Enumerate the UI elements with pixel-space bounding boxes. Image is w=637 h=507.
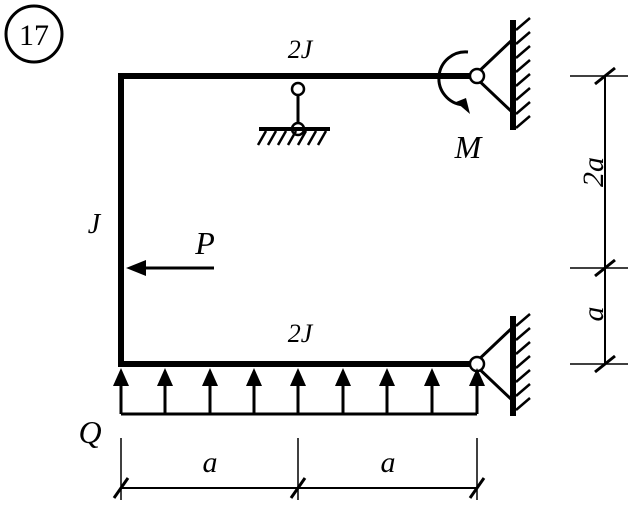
frame-members: [118, 73, 477, 367]
dim-top-right-label: 2a: [577, 157, 610, 187]
problem-number-badge: 17: [4, 4, 64, 64]
force-p-label: P: [194, 225, 215, 261]
dim-bottom-right-span-label: a: [381, 446, 396, 479]
bottom-dimension: [112, 438, 486, 500]
moment-m-arrow: [437, 50, 470, 114]
dim-bottom-left-label: a: [203, 446, 218, 479]
right-dimension: [570, 66, 628, 374]
distributed-q-label: Q: [78, 414, 101, 450]
force-p-arrow: [126, 260, 214, 276]
top-beam-stiffness-label: 2J: [288, 35, 314, 64]
problem-number: 17: [19, 19, 49, 52]
distributed-load-q: [113, 368, 485, 416]
top-right-pin-support: [468, 17, 531, 130]
moment-m-label: M: [454, 129, 484, 165]
dim-bottom-right-label: a: [577, 307, 610, 322]
left-column-stiffness-label: J: [88, 209, 102, 240]
bottom-beam-stiffness-label: 2J: [288, 319, 314, 348]
intermediate-roller-support: [256, 81, 330, 146]
bottom-right-pin-support: [468, 313, 531, 416]
